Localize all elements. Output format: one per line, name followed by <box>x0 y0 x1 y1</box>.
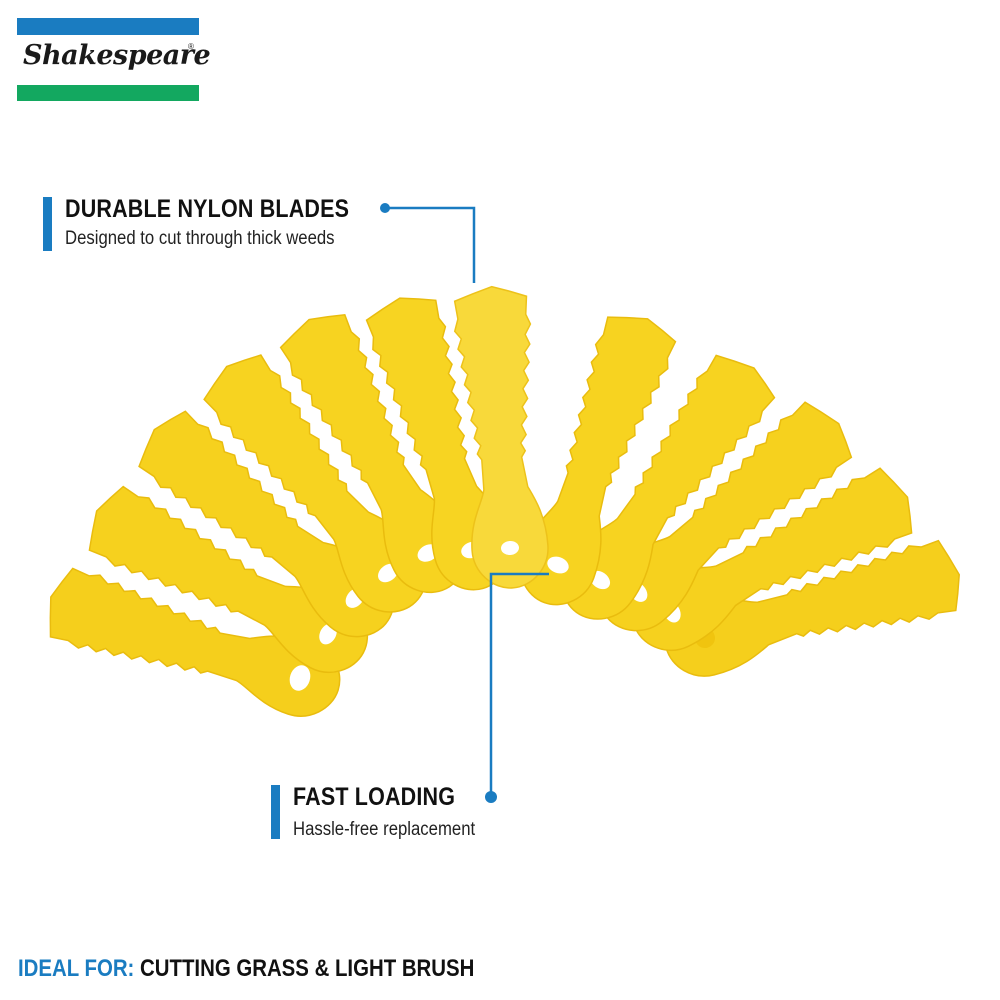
brand-logo: Shakespeare ® <box>17 18 211 101</box>
logo-blue-bar <box>17 18 199 35</box>
callout-accent-bar <box>43 197 52 251</box>
ideal-for-value: CUTTING GRASS & LIGHT BRUSH <box>140 955 475 982</box>
callout-subtitle: Hassle-free replacement <box>293 819 476 840</box>
callout-accent-bar <box>271 785 280 839</box>
callout-fast-loading: FAST LOADING Hassle-free replacement <box>271 783 531 843</box>
logo-green-bar <box>17 85 199 101</box>
blade-fan <box>37 283 970 730</box>
brand-wordmark: Shakespeare <box>23 40 211 71</box>
ideal-for-label: IDEAL FOR: <box>18 955 135 982</box>
callout-1-leader <box>380 203 476 283</box>
callout-title: FAST LOADING <box>293 783 456 811</box>
ideal-for-line: IDEAL FOR: CUTTING GRASS & LIGHT BRUSH <box>18 955 474 983</box>
callout-durable-blades: DURABLE NYLON BLADES Designed to cut thr… <box>43 195 423 255</box>
callout-2-leader <box>485 572 549 803</box>
registered-mark: ® <box>188 42 194 51</box>
callout-subtitle: Designed to cut through thick weeds <box>65 228 335 249</box>
callout-title: DURABLE NYLON BLADES <box>65 195 350 223</box>
